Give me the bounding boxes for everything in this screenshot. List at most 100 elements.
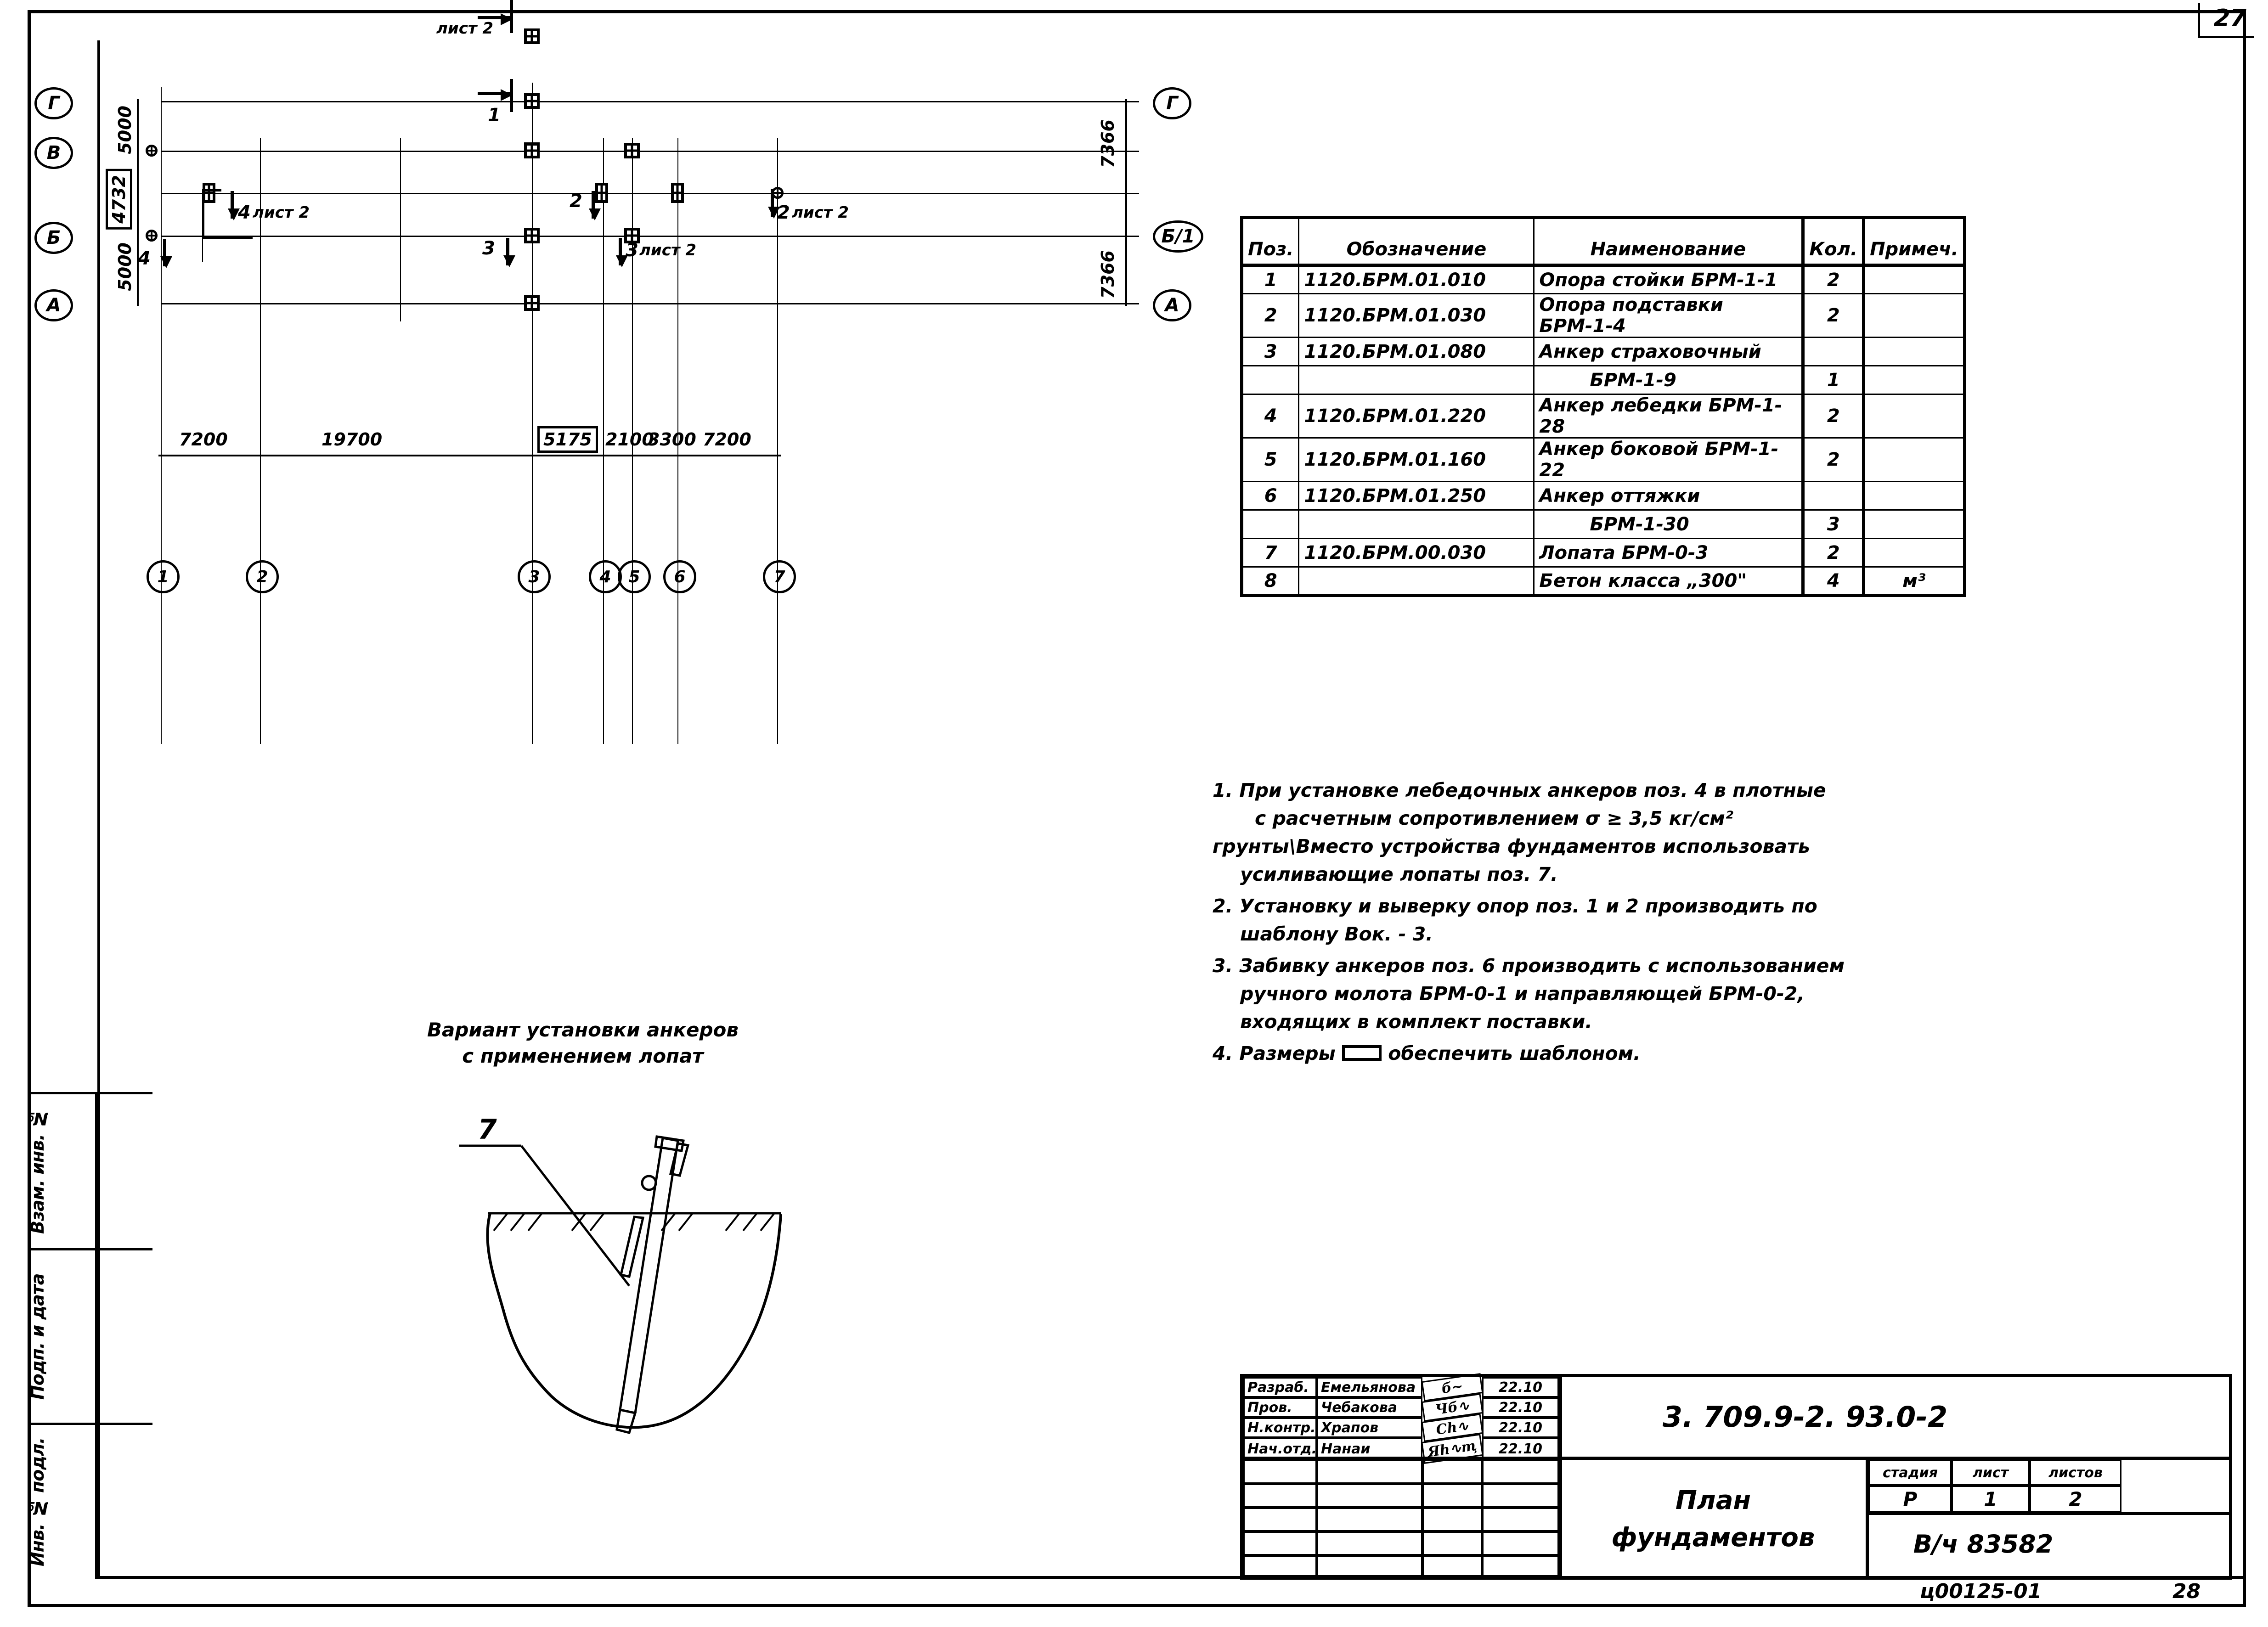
tb-empty-r5c3 (1422, 1484, 1482, 1508)
tb-vert-1 (1559, 1374, 1562, 1580)
note-4-number: 4. (1213, 1042, 1233, 1065)
bottom-dim-7200-a: 7200 (179, 429, 228, 450)
tb-empty-r8c1 (1243, 1555, 1317, 1576)
grid-line-5 (632, 138, 633, 744)
tb-empty-r8c4 (1482, 1555, 1559, 1576)
margin-label-inv: Инв. № подл. (28, 1437, 48, 1566)
bottom-code: ц00125-01 (1920, 1580, 2042, 1603)
anchor-symbol-b1-4 (595, 183, 608, 203)
axis-circle-g-left: Г (34, 87, 73, 119)
bottom-dim-line (158, 455, 781, 456)
conn-h-left-bot (202, 236, 253, 239)
foundation-plan: Г В Б А Г Б/1 А 5000 4732 5000 7366 7366… (34, 0, 1268, 987)
axis-label-g-left: Г (48, 93, 60, 114)
tb-role-0: Разраб. (1243, 1377, 1317, 1397)
section-sheet-3s: лист 2 (639, 241, 697, 259)
axis-label-a-right: А (1165, 295, 1179, 316)
grid-line-2 (260, 138, 261, 744)
specification-table: Поз. Обозначение Наименование Кол. Приме… (1240, 216, 1966, 597)
tb-border-top (1240, 1374, 2232, 1377)
tb-border-right (2229, 1374, 2232, 1580)
variant-detail-title: Вариант установки анкеров с применением … (427, 1017, 739, 1069)
spec-cell-name-9: Бетон класса „300" (1533, 566, 1804, 596)
tb-empty-r6c3 (1422, 1508, 1482, 1531)
spec-cell-qty-9: 4 (1801, 566, 1865, 596)
spec-cell-note-1 (1862, 293, 1965, 338)
grid-circle-6: 6 (663, 560, 696, 593)
note-2: 2. Установку и выверку опор поз. 1 и 2 п… (1213, 896, 2214, 944)
title-block: Разраб. Емельянова б~ 22.10 Пров. Чебако… (1240, 1373, 2232, 1580)
section-arrow-3 (503, 238, 515, 267)
top-page-number-box (2198, 3, 2254, 38)
spec-cell-note-2 (1862, 337, 1965, 366)
spec-cell-pos-9: 8 (1241, 566, 1300, 596)
circle-mark-b1 (146, 230, 158, 242)
tb-empty-r4c3 (1422, 1460, 1482, 1484)
tb-stage-value: Р (1869, 1486, 1952, 1512)
axis-line-v (161, 151, 1139, 152)
anchor-symbol-g3b (524, 93, 540, 109)
spec-cell-pos-7 (1241, 509, 1300, 539)
spec-cell-designation-3 (1298, 365, 1535, 395)
axis-label-b1-right: Б/1 (1161, 226, 1195, 247)
tb-date-2: 22.10 (1482, 1418, 1559, 1438)
tb-empty-r8c2 (1317, 1555, 1422, 1576)
spec-cell-designation-4: 1120.БРМ.01.220 (1298, 394, 1535, 439)
spec-cell-note-4 (1862, 394, 1965, 439)
grid-line-7 (777, 138, 778, 744)
axis-label-a-left: А (46, 295, 61, 316)
grid-circle-2: 2 (246, 560, 279, 593)
conn-h-left-top (202, 189, 221, 191)
tb-border-left (1240, 1374, 1243, 1580)
grid-line-3 (532, 83, 533, 744)
section-arrow-4 (228, 191, 240, 220)
axis-line-a (161, 303, 1139, 304)
spec-cell-note-9: м³ (1862, 566, 1965, 596)
tb-empty-r4c1 (1243, 1460, 1317, 1484)
note-3-line-0: Забивку анкеров поз. 6 производить с исп… (1239, 955, 1845, 977)
section-label-3: 3 (482, 238, 495, 259)
conn-v-left (202, 189, 204, 238)
section-arrow-4b (160, 239, 172, 268)
note-4-suffix: обеспечить шаблоном. (1388, 1042, 1641, 1065)
tb-empty-r5c2 (1317, 1484, 1422, 1508)
section-tick-1-top (510, 0, 513, 33)
tb-empty-r7c2 (1317, 1531, 1422, 1555)
spec-cell-designation-7 (1298, 509, 1535, 539)
anchor-symbol-b5 (624, 228, 640, 243)
tb-role-1: Пров. (1243, 1397, 1317, 1418)
tb-empty-r7c3 (1422, 1531, 1482, 1555)
tb-vert-2 (1866, 1459, 1869, 1580)
spec-header-name: Наименование (1533, 217, 1804, 267)
tb-role-3: Нач.отд. (1243, 1438, 1317, 1460)
spec-cell-qty-5: 2 (1801, 437, 1865, 482)
note-3: 3. Забивку анкеров поз. 6 производить с … (1213, 956, 2214, 1032)
note-1: 1. При установке лебедочных анкеров поз.… (1213, 779, 2214, 884)
spec-table-wrap: Поз. Обозначение Наименование Кол. Приме… (1240, 216, 1966, 597)
margin-cell2-b (97, 1248, 152, 1423)
note-3-line-1: ручного молота БРМ-0-1 и направляющей БР… (1240, 983, 1805, 1005)
spec-cell-note-3 (1862, 365, 1965, 395)
axis-circle-g-right: Г (1153, 87, 1191, 119)
spec-cell-designation-9 (1298, 566, 1535, 596)
spec-cell-pos-2: 3 (1241, 337, 1300, 366)
axis-circle-v-left: В (34, 137, 73, 169)
note-1-line-0: При установке лебедочных анкеров поз. 4 … (1239, 779, 1826, 801)
spec-header-note: Примеч. (1862, 217, 1965, 267)
variant-title-line1: Вариант установки анкеров (427, 1019, 739, 1041)
spec-header-des: Обозначение (1298, 217, 1535, 267)
left-dim-5000-top: 5000 (115, 106, 135, 154)
section-sheet-2s: лист 2 (792, 203, 849, 222)
tb-name-1: Чебакова (1317, 1397, 1422, 1418)
section-tick-1-bot (510, 79, 513, 112)
spec-cell-qty-3: 1 (1801, 365, 1865, 395)
tb-empty-r7c1 (1243, 1531, 1317, 1555)
bottom-dim-2100: 2100 (605, 429, 654, 450)
right-dim-line (1125, 99, 1127, 306)
